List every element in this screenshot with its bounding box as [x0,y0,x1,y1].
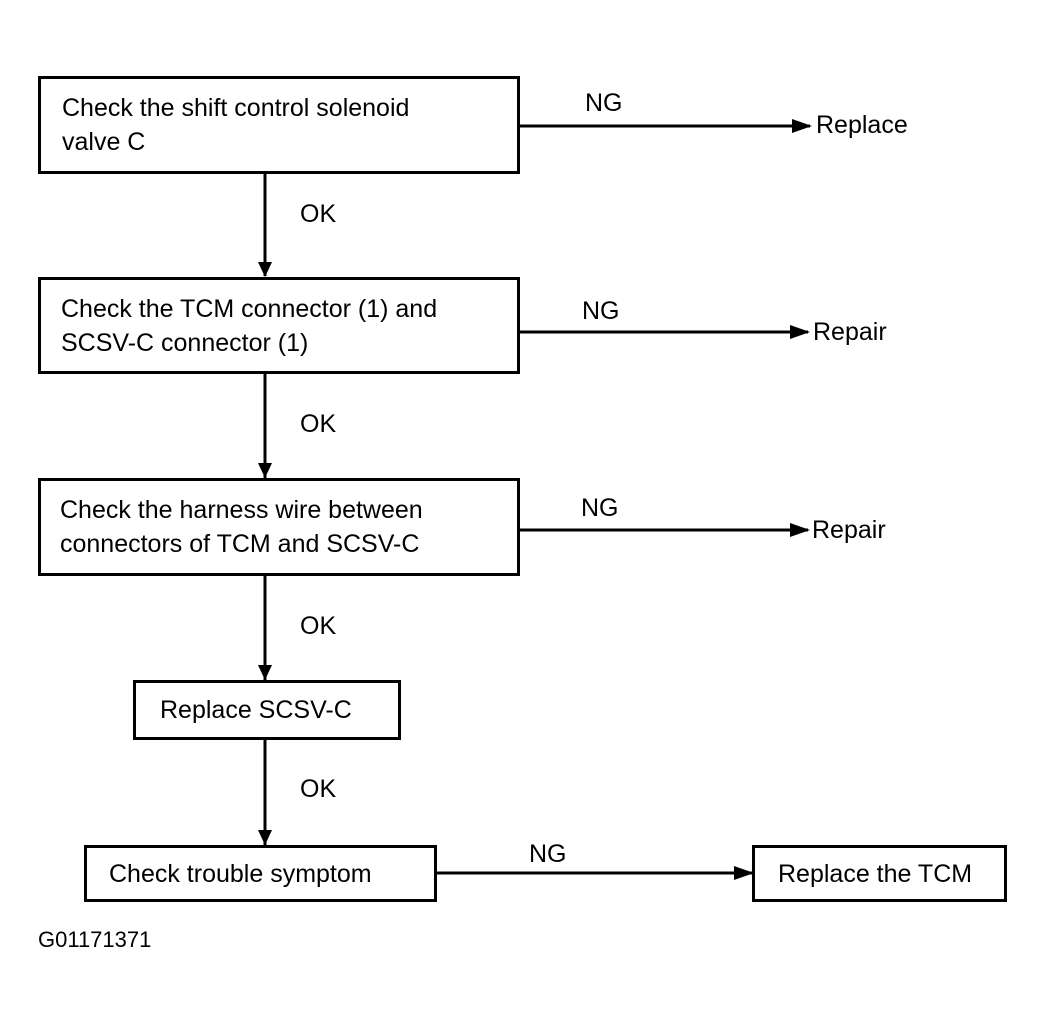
outcome-replace: Replace [816,111,908,139]
step-check-symptom: Check trouble symptom [84,845,437,902]
edge-label-ng-2: NG [582,297,620,325]
arrowhead-ng-2 [790,325,810,339]
edge-label-ok-3: OK [300,612,337,640]
edge-label-ng-4: NG [529,840,567,868]
edge-label-ng-1: NG [585,89,623,117]
arrowhead-ng-1 [792,119,812,133]
arrowhead-ok-1 [258,262,272,277]
step-check-solenoid-valve: Check the shift control solenoid valve C [38,76,520,174]
step-check-connectors: Check the TCM connector (1) and SCSV-C c… [38,277,520,374]
arrowhead-ok-4 [258,830,272,845]
arrowhead-ng-4 [734,866,754,880]
arrowhead-ok-2 [258,463,272,478]
step-replace-scsv-text: Replace SCSV-C [160,696,352,724]
step-check-connectors-text: Check the TCM connector (1) and SCSV-C c… [61,294,438,357]
outcome-repair-2: Repair [812,516,886,544]
edge-label-ok-1: OK [300,200,337,228]
step-replace-scsv: Replace SCSV-C [133,680,401,740]
arrowhead-ng-3 [790,523,810,537]
edge-label-ok-4: OK [300,775,337,803]
edge-label-ng-3: NG [581,494,619,522]
step-replace-tcm-text: Replace the TCM [778,859,973,888]
step-check-symptom-text: Check trouble symptom [109,859,372,888]
outcome-repair-1: Repair [813,318,887,346]
edge-label-ok-2: OK [300,410,337,438]
step-check-harness-text: Check the harness wire between connector… [60,496,423,558]
figure-id: G01171371 [38,927,152,952]
step-replace-tcm: Replace the TCM [752,845,1007,902]
arrowhead-ok-3 [258,665,272,680]
step-check-harness: Check the harness wire between connector… [38,478,520,576]
step-check-solenoid-valve-text: Check the shift control solenoid valve C [62,94,410,156]
